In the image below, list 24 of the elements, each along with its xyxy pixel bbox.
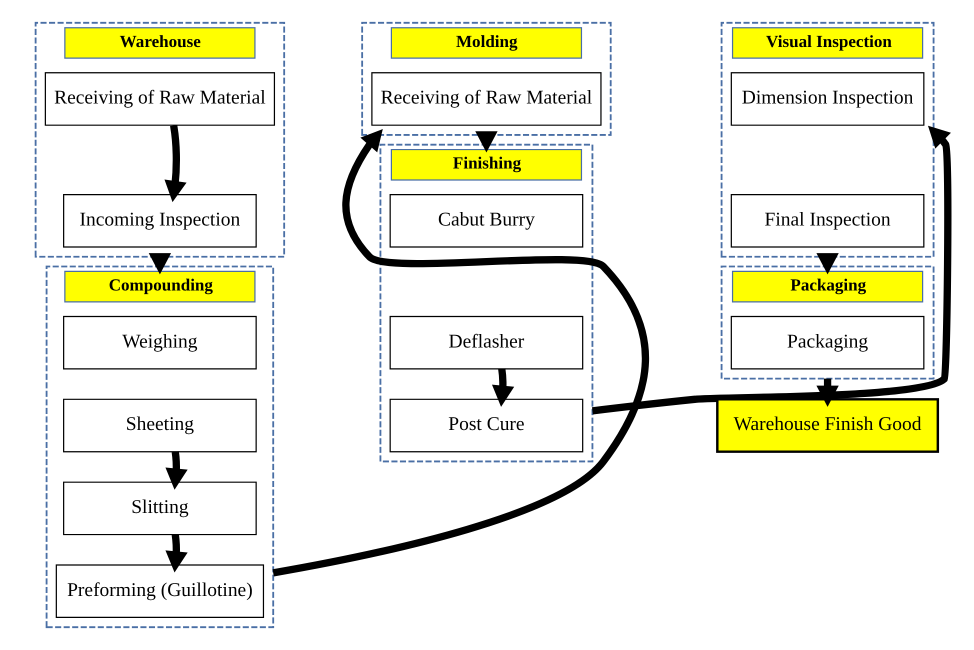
node-box: Deflasher (390, 316, 584, 370)
node-box: Warehouse Finish Good (716, 398, 940, 453)
node-box: Final Inspection (730, 194, 924, 248)
node-box: Receiving of Raw Material (44, 72, 276, 126)
node-box: Post Cure (390, 398, 584, 452)
arrow (272, 129, 649, 576)
arrow (816, 378, 839, 407)
node-box: Incoming Inspection (63, 194, 257, 248)
node-box: Cabut Burry (390, 194, 584, 248)
node-box: Sheeting (63, 398, 257, 452)
node-box: Slitting (63, 482, 257, 536)
arrow (816, 253, 839, 274)
arrow (492, 368, 514, 407)
arrow (475, 131, 498, 153)
arrow (165, 534, 188, 573)
node-box: Receiving of Raw Material (371, 72, 602, 126)
node-box: Preforming (Guillotine) (56, 564, 264, 618)
arrow (165, 451, 188, 490)
node-box: Dimension Inspection (730, 72, 924, 126)
node-box: Weighing (63, 316, 257, 370)
arrow (148, 253, 172, 274)
arrow (164, 124, 187, 202)
node-box: Packaging (730, 316, 924, 370)
arrow (592, 126, 952, 414)
